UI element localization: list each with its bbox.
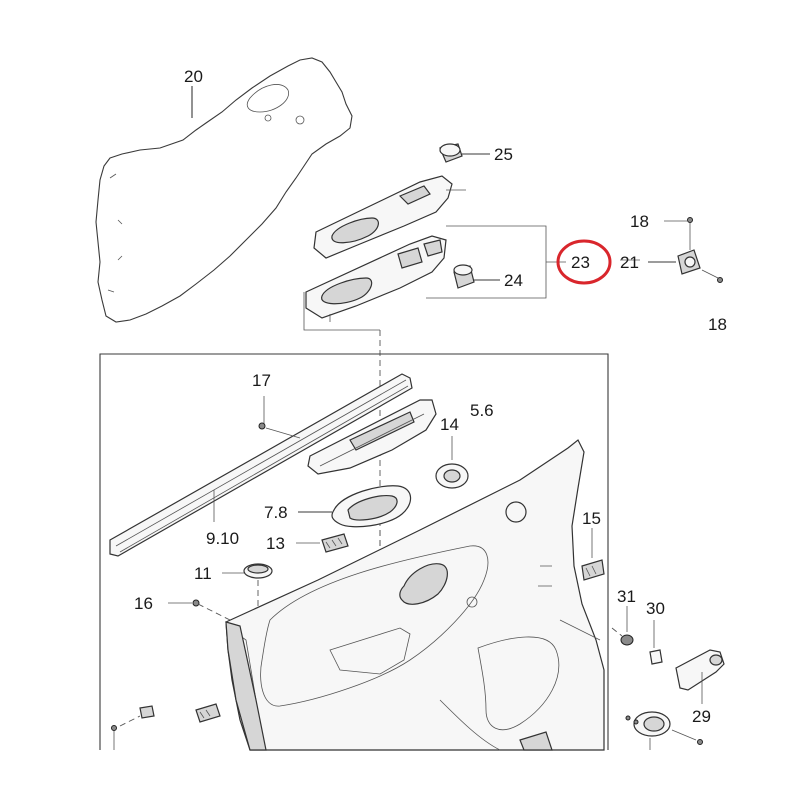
part-13-clip [296,533,349,553]
door-panel-frame [99,353,609,750]
label-7-8: 7.8 [264,503,288,522]
part-24-switch [453,264,500,289]
label-17: 17 [252,371,271,390]
label-30: 30 [646,599,665,618]
label-5-6: 5.6 [470,401,494,420]
label-18-bottom: 18 [708,315,727,334]
part-23-lower-switch-panel [305,235,447,322]
part-16-screw [168,599,231,621]
label-18-top: 18 [630,212,649,231]
part-25-knob [439,143,490,163]
label-25: 25 [494,145,513,164]
part-15-clip [581,528,605,581]
label-24: 24 [504,271,523,290]
part-5-6-armrest-housing [307,399,437,475]
part-14-grommet [435,436,469,489]
part-20-sealing-film [95,57,353,323]
highlight-circle-23 [556,239,612,285]
label-15: 15 [582,509,601,528]
label-9-10: 9.10 [206,529,239,548]
speaker-grille [625,711,703,750]
label-21: 21 [620,253,639,272]
label-29: 29 [692,707,711,726]
part-30-screw [649,620,663,665]
label-20: 20 [184,67,203,86]
part-31-nut [611,606,634,646]
label-13: 13 [266,534,285,553]
part-29-inner-handle [675,649,725,704]
part-21-bracket [648,217,723,283]
label-31: 31 [617,587,636,606]
part-23-leader-bracket [303,225,566,331]
label-16: 16 [134,594,153,613]
part-23-upper-switch-panel [313,175,466,259]
part-7-8-handle-bezel [298,485,412,528]
label-23: 23 [571,253,590,272]
door-trim-panel [225,439,605,751]
part-11-cap [222,563,273,608]
label-11: 11 [194,564,212,583]
part-9-10-weatherstrip [109,373,413,557]
label-14: 14 [440,415,459,434]
part-17-screw [258,396,301,439]
bottom-left-fasteners [111,703,221,750]
